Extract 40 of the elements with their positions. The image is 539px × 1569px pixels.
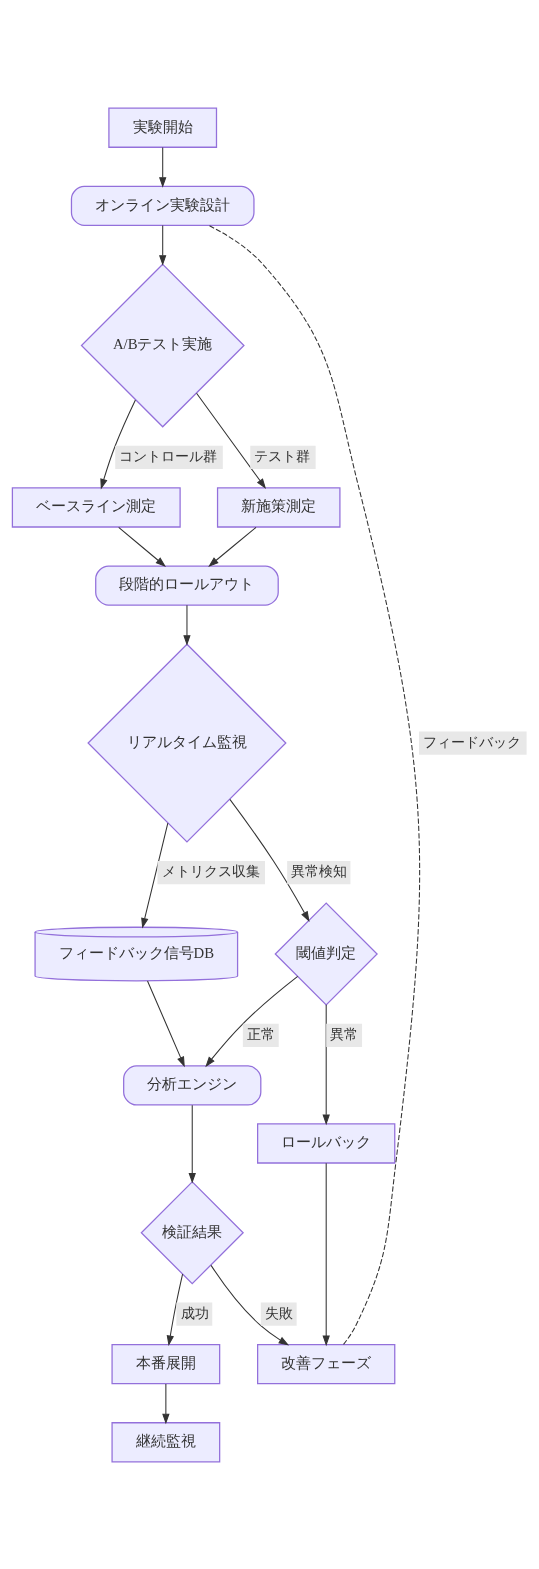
node-box: 実験開始 [108,107,218,148]
arrow [162,1383,170,1424]
edge-label: 失敗 [265,1305,294,1321]
connector [208,224,421,1345]
edge-label: コントロール群 [119,448,218,464]
arrow [166,1273,184,1346]
arrow [210,1264,290,1345]
node-box: 分析エンジン [123,1064,262,1106]
arrow [159,224,167,266]
arrow [205,975,299,1067]
arrow [322,1162,330,1346]
arrow [118,526,167,567]
arrow [229,798,310,922]
node-box: 本番展開 [111,1343,221,1384]
edge-label: 異常 [330,1026,359,1042]
node-box: 継続監視 [111,1421,221,1462]
node-box: オンライン実験設計 [70,185,255,226]
arrow [196,392,267,489]
node-diamond: 検証結果 [140,1180,245,1285]
arrow [188,1104,196,1183]
arrow [100,399,136,489]
edge-label: テスト群 [254,448,311,464]
edge-label: 正常 [247,1026,276,1042]
node-box: ベースライン測定 [11,486,181,528]
edge-label: フィードバック [423,734,522,750]
node-box: 段階的ロールアウト [95,564,279,606]
arrow [147,979,185,1067]
edge-label: 異常検知 [291,863,348,879]
node-diamond: A/Bテスト実施 [80,262,245,428]
node-box: 改善フェーズ [257,1343,396,1384]
edge-label: メトリクス収集 [161,863,260,879]
node-box: ロールバック [257,1122,396,1164]
arrow [141,822,169,928]
arrow [159,146,167,188]
node-box: 新施策測定 [216,486,341,528]
edge-label: 成功 [180,1305,209,1321]
node-diamond: 閾値判定 [274,901,378,1006]
node-diamond: リアルタイム監視 [87,642,287,843]
arrow [208,526,257,567]
arrow [183,604,191,646]
